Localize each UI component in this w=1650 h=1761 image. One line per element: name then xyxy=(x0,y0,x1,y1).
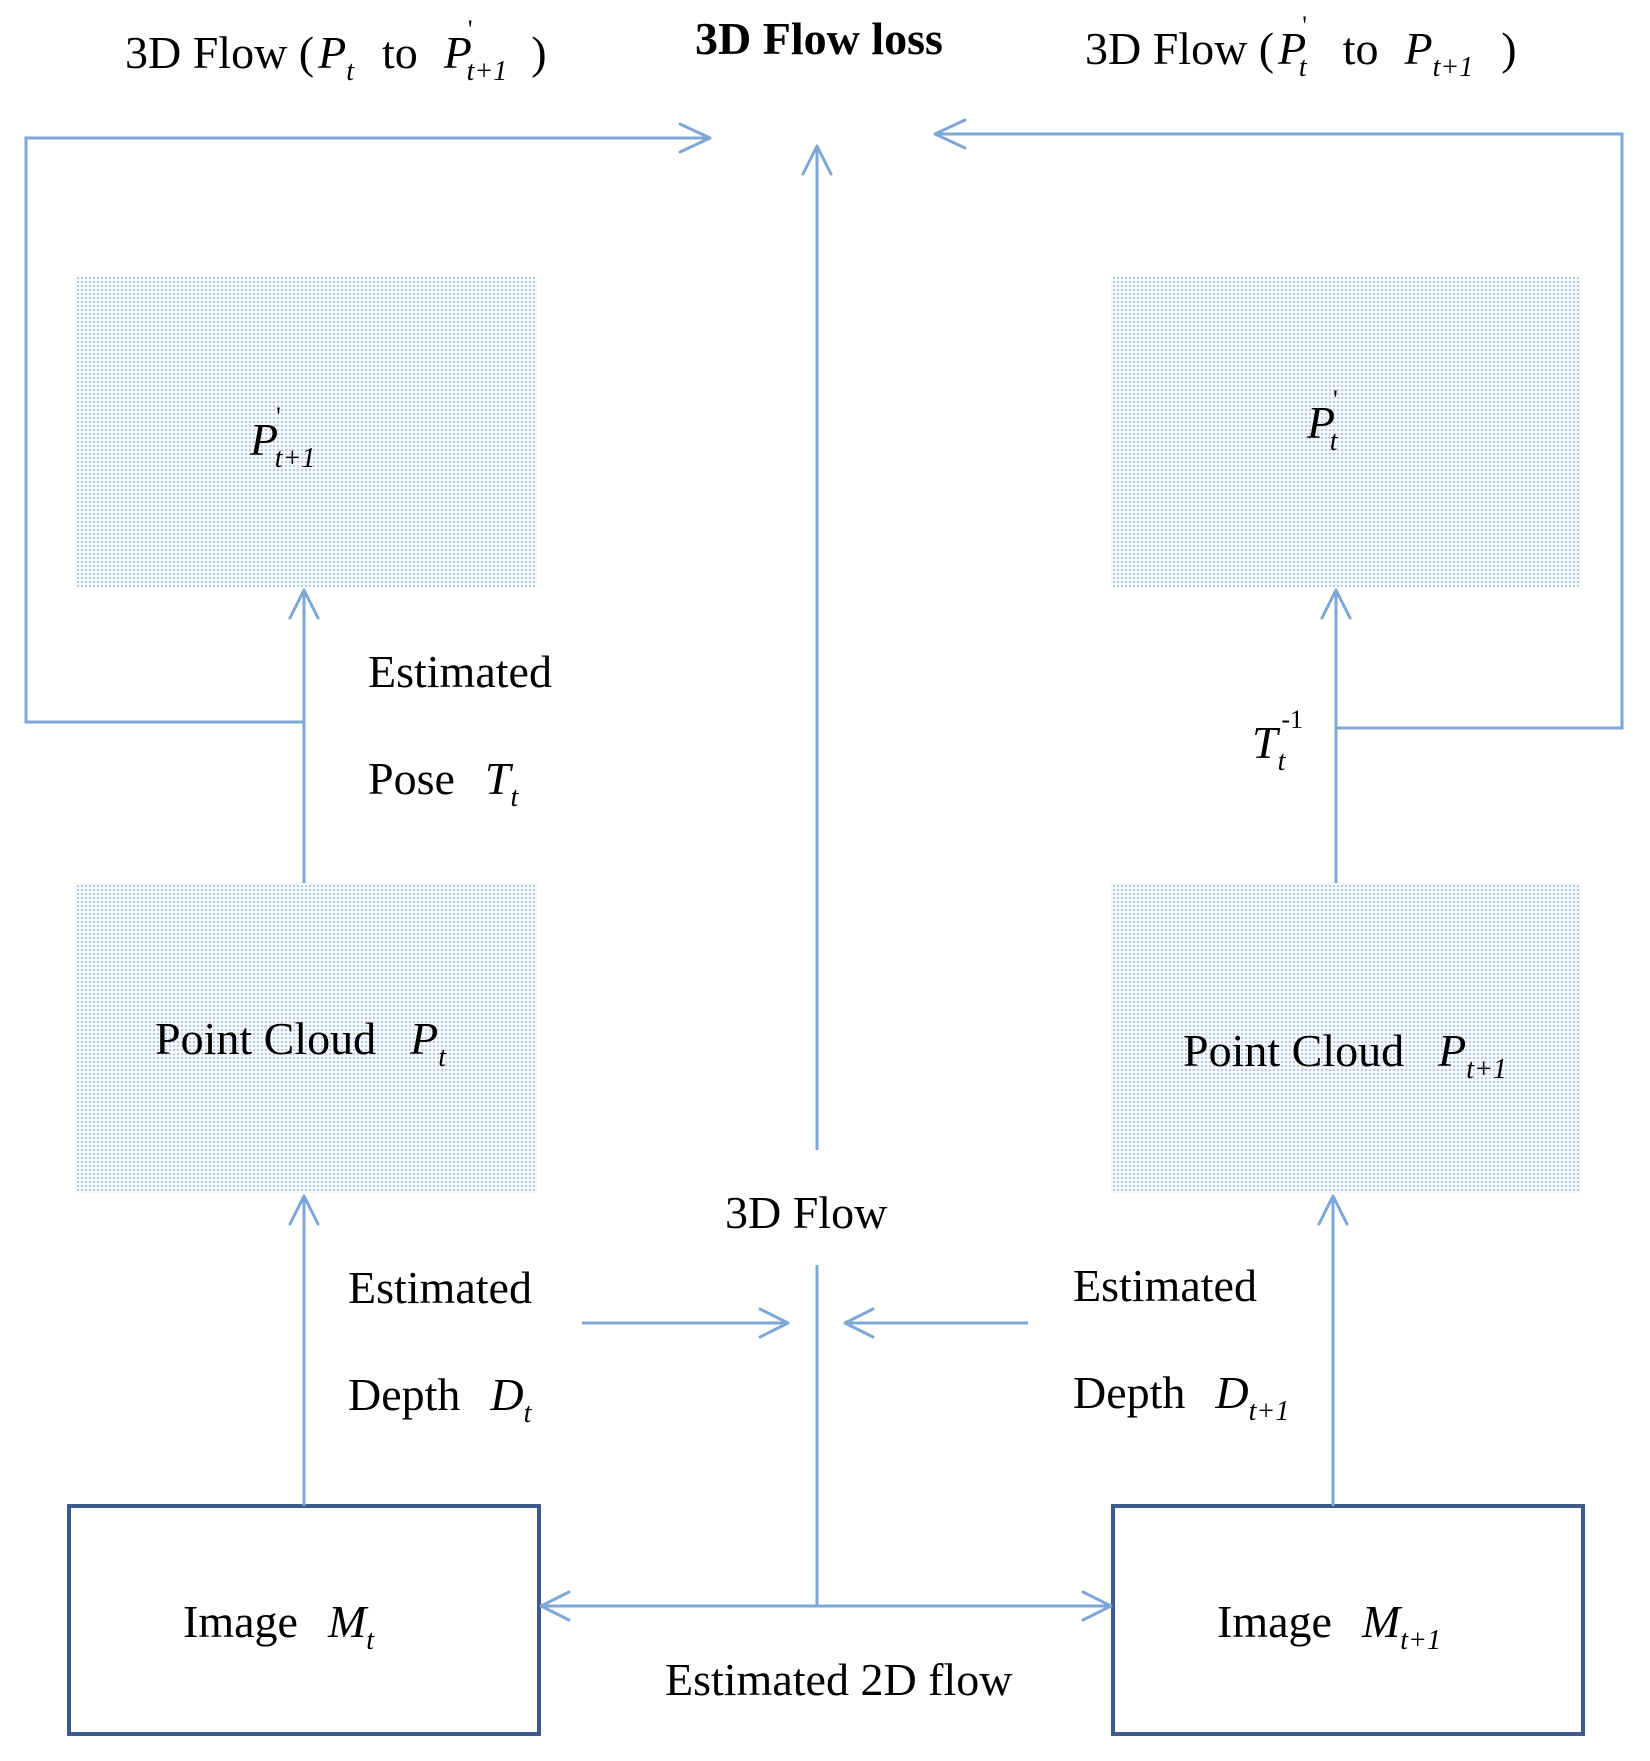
estimated-depth-left-line1: Estimated xyxy=(348,1262,532,1313)
pointcloud-transformed-right-label: P't xyxy=(1306,385,1339,457)
pointcloud-left-box xyxy=(75,883,537,1193)
right-depth-arrowhead xyxy=(1317,1194,1349,1226)
image-right-box xyxy=(1111,1504,1585,1736)
pointcloud-right-box xyxy=(1111,883,1580,1193)
left-depth-arrowhead xyxy=(288,1194,320,1226)
estimated-depth-right-line1: Estimated xyxy=(1073,1260,1257,1311)
flow-loss-label: 3D Flow loss xyxy=(695,13,943,64)
left-depth-to-center-arrowhead xyxy=(758,1307,790,1339)
left-loop-arrowhead xyxy=(678,122,712,154)
left-loop-line xyxy=(24,136,710,724)
left-pose-arrowhead xyxy=(288,588,320,620)
flow-2d-right-arrowhead xyxy=(1081,1590,1113,1622)
image-left-box xyxy=(67,1504,541,1736)
estimated-pose-line1: Estimated xyxy=(368,646,552,697)
right-pose-arrowhead xyxy=(1320,588,1352,620)
inverse-pose-label: Tt-1 xyxy=(1252,705,1303,777)
pointcloud-transformed-left-label: P't+1 xyxy=(249,402,315,474)
estimated-2d-flow-label: Estimated 2D flow xyxy=(665,1654,1013,1705)
pointcloud-transformed-right-box xyxy=(1111,277,1580,587)
right-depth-to-center-arrowhead xyxy=(843,1307,875,1339)
center-up-arrowhead xyxy=(801,144,833,176)
right-loop-arrowhead xyxy=(933,118,967,150)
pointcloud-transformed-left-box xyxy=(75,277,537,587)
right-loop-line xyxy=(935,132,1624,730)
flow-2d-left-arrowhead xyxy=(539,1590,571,1622)
flow-3d-label: 3D Flow xyxy=(725,1187,888,1238)
